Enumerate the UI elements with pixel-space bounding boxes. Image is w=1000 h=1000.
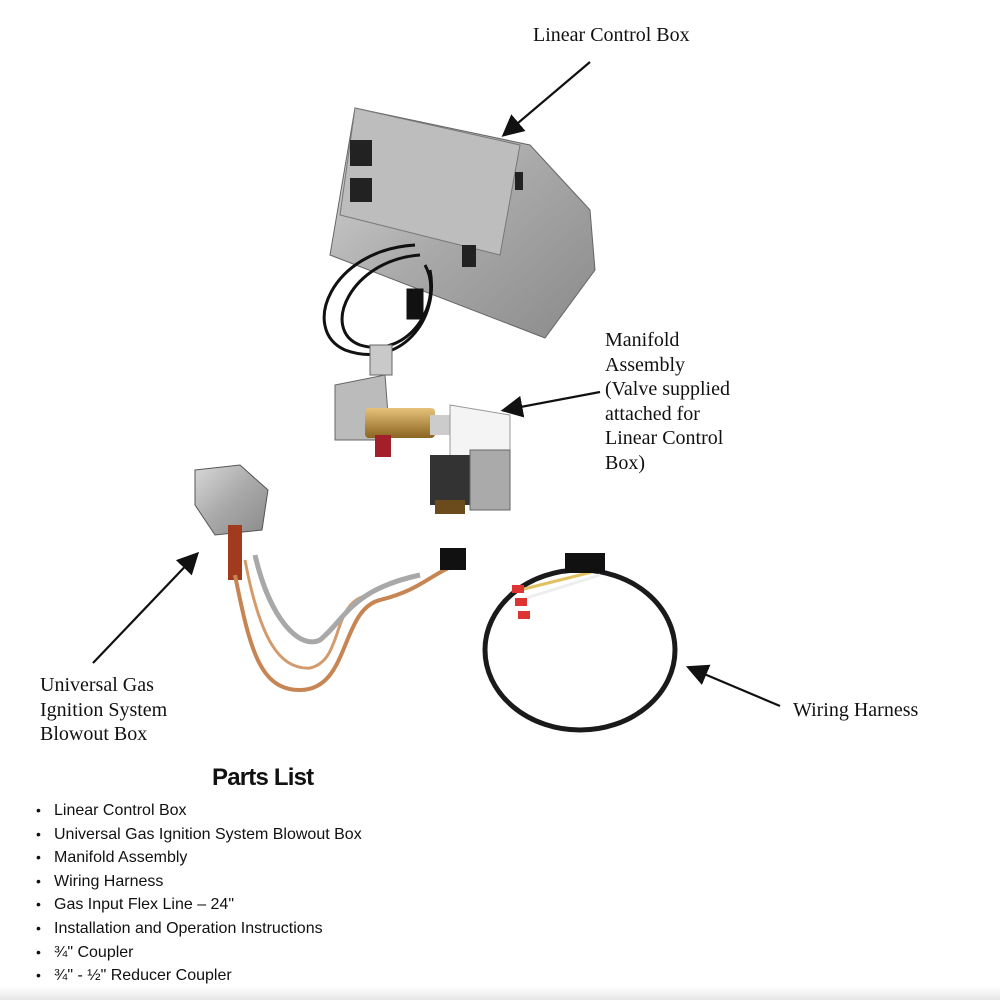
label-line: Blowout Box bbox=[40, 723, 148, 745]
arrow-wiring-harness bbox=[685, 664, 781, 708]
list-item: ¾" Coupler bbox=[36, 941, 362, 965]
label-line: Ignition System bbox=[40, 698, 168, 721]
label-blowout-box: Universal Gas Ignition System Blowout Bo… bbox=[40, 673, 167, 747]
parts-list: Linear Control Box Universal Gas Ignitio… bbox=[36, 799, 362, 988]
label-wiring-harness: Wiring Harness bbox=[793, 699, 919, 721]
list-item: Linear Control Box bbox=[36, 799, 362, 823]
arrow-blowout-box bbox=[92, 551, 200, 664]
label-line: Assembly bbox=[605, 353, 685, 376]
label-manifold-assembly: Manifold Assembly (Valve supplied attach… bbox=[605, 328, 730, 475]
arrow-linear-control-box bbox=[501, 61, 591, 137]
linear-control-box-image bbox=[329, 107, 596, 339]
label-line: Universal Gas bbox=[40, 674, 154, 696]
arrow-manifold-assembly bbox=[500, 390, 601, 418]
label-line: Linear Control bbox=[605, 427, 724, 449]
list-item: Universal Gas Ignition System Blowout Bo… bbox=[36, 823, 362, 847]
manifold-assembly-image bbox=[334, 344, 511, 514]
bottom-fade bbox=[0, 986, 1000, 1000]
label-line: Manifold bbox=[605, 329, 680, 351]
label-line: attached for bbox=[605, 402, 700, 425]
list-item: Installation and Operation Instructions bbox=[36, 917, 362, 941]
list-item: Manifold Assembly bbox=[36, 846, 362, 870]
list-item: Wiring Harness bbox=[36, 870, 362, 894]
list-item: Gas Input Flex Line – 24" bbox=[36, 893, 362, 917]
label-line: Box) bbox=[605, 451, 645, 474]
control-cables-image bbox=[322, 243, 433, 356]
parts-list-title: Parts List bbox=[212, 764, 314, 791]
label-line: (Valve supplied bbox=[605, 378, 730, 400]
wiring-harness-image bbox=[482, 553, 678, 733]
blowout-box-image bbox=[194, 464, 466, 693]
label-linear-control-box: Linear Control Box bbox=[533, 24, 690, 46]
list-item: ¾" - ½" Reducer Coupler bbox=[36, 964, 362, 988]
